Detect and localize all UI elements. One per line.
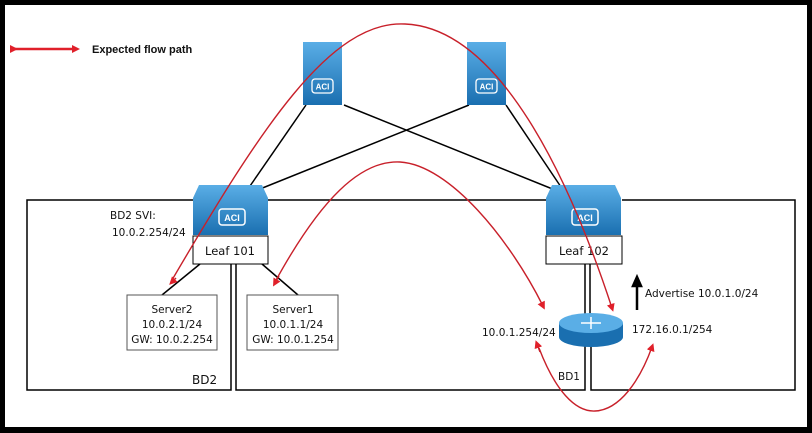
bd2-svi-title: BD2 SVI: — [110, 210, 156, 222]
aci-leaf-switch-icon — [546, 185, 621, 235]
leaf-badge: ACI — [224, 213, 240, 223]
leaf-101-label: Leaf 101 — [205, 244, 255, 258]
spine-badge: ACI — [480, 83, 494, 92]
server-box — [126, 294, 218, 351]
router-right-ip: 172.16.0.1/254 — [632, 324, 713, 336]
server-gw: GW: 10.0.2.254 — [131, 334, 213, 346]
server-name: Server2 — [151, 304, 192, 316]
bd2-box — [26, 199, 232, 391]
flow-path-spine — [171, 23, 615, 312]
server-box — [246, 294, 339, 351]
server-2[interactable]: Server2 10.0.2.1/24 GW: 10.0.2.254 — [126, 294, 218, 351]
aci-badge-frame — [218, 208, 246, 226]
aci-spine-switch-icon — [467, 42, 506, 105]
advertise-arrow-icon — [631, 273, 643, 310]
bd1-label: BD1 — [558, 371, 580, 383]
spine-switch-1[interactable]: ACI — [303, 42, 342, 105]
server-name: Server1 — [272, 304, 313, 316]
spine-switch-2[interactable]: ACI — [467, 42, 506, 105]
bd1-box-right — [590, 199, 796, 391]
aci-badge-frame — [571, 208, 599, 226]
server-gw: GW: 10.0.1.254 — [252, 334, 334, 346]
router-left-ip: 10.0.1.254/24 — [482, 327, 556, 339]
aci-leaf-switch-icon — [193, 185, 268, 235]
flow-path-router — [538, 343, 655, 412]
bd1-box-left — [235, 199, 586, 391]
leaf-101[interactable]: ACI Leaf 101 — [192, 185, 269, 265]
leaf-102-label: Leaf 102 — [559, 244, 609, 258]
legend-label: Expected flow path — [92, 44, 193, 56]
aci-badge-frame — [311, 78, 334, 94]
spine-badge: ACI — [316, 83, 330, 92]
bd2-svi-ip: 10.0.2.254/24 — [112, 227, 186, 239]
advertise-label: Advertise 10.0.1.0/24 — [645, 288, 759, 300]
canvas — [5, 5, 807, 427]
leaf-badge: ACI — [577, 213, 593, 223]
router[interactable] — [559, 313, 623, 347]
server-ip: 10.0.2.1/24 — [142, 319, 203, 331]
leaf-102[interactable]: ACI Leaf 102 — [545, 185, 623, 265]
fabric-links — [161, 104, 591, 318]
leaf-label-box — [545, 235, 623, 265]
flow-paths — [169, 23, 655, 412]
aci-badge-frame — [475, 78, 498, 94]
leaf-label-box — [192, 235, 269, 265]
aci-spine-switch-icon — [303, 42, 342, 105]
bd2-label: BD2 — [192, 373, 217, 387]
flow-path-leaf — [274, 161, 545, 310]
server-1[interactable]: Server1 10.0.1.1/24 GW: 10.0.1.254 — [246, 294, 339, 351]
server-ip: 10.0.1.1/24 — [263, 319, 324, 331]
legend: Expected flow path — [10, 44, 193, 56]
